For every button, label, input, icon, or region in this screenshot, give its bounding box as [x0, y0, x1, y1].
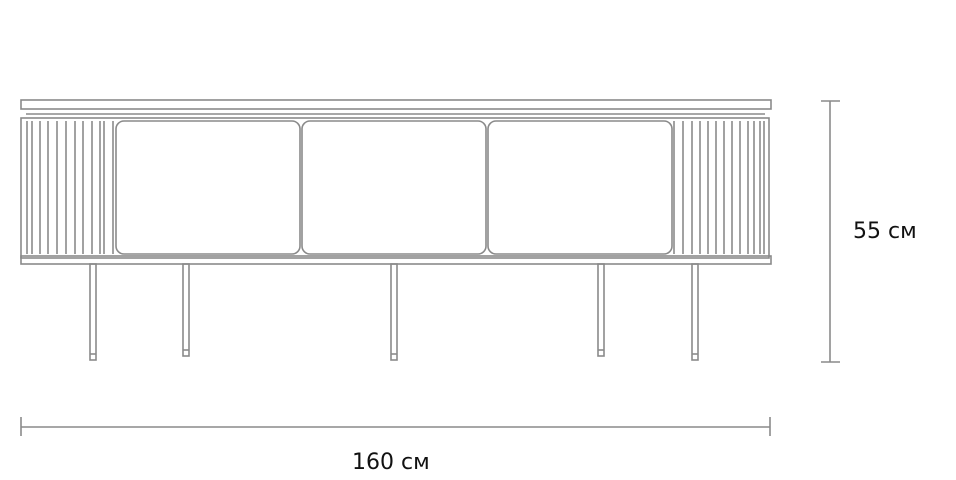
left-fluted-panel — [26, 121, 114, 254]
legs — [89, 263, 699, 361]
leg-4 — [597, 263, 605, 357]
leg-2 — [182, 263, 190, 357]
door-right — [487, 120, 673, 255]
height-label: 55 см — [853, 219, 917, 244]
right-fluted-panel — [673, 121, 765, 254]
width-dimension: 160 см — [20, 417, 771, 475]
door-left — [115, 120, 301, 255]
leg-5 — [691, 263, 699, 361]
cabinet-body — [20, 117, 770, 259]
leg-3 — [390, 263, 398, 361]
width-label: 160 см — [352, 450, 430, 475]
top-board — [20, 99, 772, 110]
door-center — [301, 120, 487, 255]
leg-1 — [89, 263, 97, 361]
height-dimension: 55 см — [821, 100, 917, 363]
